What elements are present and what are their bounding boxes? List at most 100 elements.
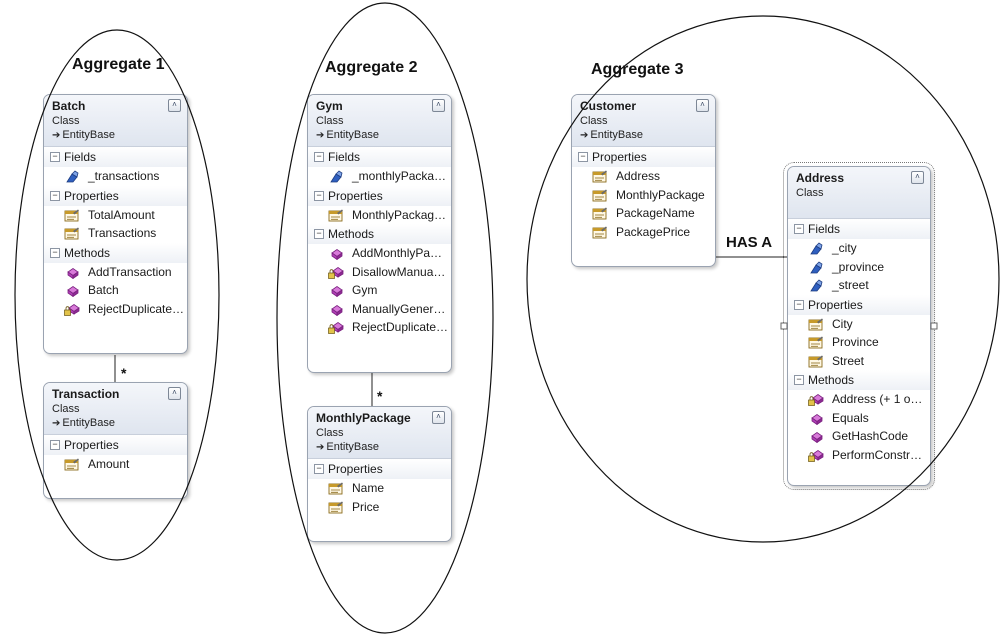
section-toggle-minus-icon[interactable]: − bbox=[314, 190, 324, 201]
property-icon bbox=[592, 226, 608, 239]
section-header-methods[interactable]: −Methods bbox=[44, 242, 187, 263]
section-toggle-minus-icon[interactable]: − bbox=[50, 152, 60, 162]
section-title: Fields bbox=[808, 222, 841, 236]
member-row[interactable]: Equals bbox=[788, 409, 930, 428]
section-title: Properties bbox=[808, 297, 863, 312]
base-type-label: EntityBase bbox=[62, 129, 115, 141]
section-header-properties[interactable]: −Properties bbox=[44, 435, 187, 455]
member-row[interactable]: _province bbox=[788, 258, 930, 277]
member-row[interactable]: City bbox=[788, 315, 930, 334]
section-toggle-minus-icon[interactable]: − bbox=[794, 224, 804, 234]
section-header-properties[interactable]: −Properties bbox=[308, 185, 451, 206]
member-label: AddMonthlyPa… bbox=[352, 246, 443, 260]
member-row[interactable]: Batch bbox=[44, 281, 187, 300]
class-kind: Class bbox=[316, 115, 344, 127]
section-toggle-minus-icon[interactable]: − bbox=[794, 375, 804, 385]
section-toggle-minus-icon[interactable]: − bbox=[314, 229, 324, 239]
member-row[interactable]: RejectDuplicate… bbox=[308, 318, 451, 337]
member-label: Province bbox=[832, 335, 879, 349]
member-row[interactable]: Gym bbox=[308, 281, 451, 300]
member-label: RejectDuplicate… bbox=[352, 320, 449, 334]
section-header-properties[interactable]: −Properties bbox=[572, 147, 715, 167]
member-label: Address bbox=[616, 169, 661, 183]
member-row[interactable]: _city bbox=[788, 239, 930, 258]
collapse-chevron-icon[interactable]: ˄ bbox=[911, 171, 924, 184]
member-row[interactable]: PerformConstr… bbox=[788, 446, 930, 465]
section-header-fields[interactable]: −Fields bbox=[788, 219, 930, 239]
member-row[interactable]: AddTransaction bbox=[44, 263, 187, 282]
member-row[interactable]: ManuallyGener… bbox=[308, 300, 451, 319]
section-toggle-minus-icon[interactable]: − bbox=[50, 247, 60, 258]
member-row[interactable]: DisallowManua… bbox=[308, 263, 451, 282]
member-row[interactable]: RejectDuplicate… bbox=[44, 300, 187, 319]
section-header-methods[interactable]: −Methods bbox=[788, 370, 930, 390]
section-toggle-minus-icon[interactable]: − bbox=[578, 152, 588, 162]
collapse-chevron-icon[interactable]: ˄ bbox=[432, 411, 445, 424]
member-row[interactable]: _monthlyPacka… bbox=[308, 167, 451, 186]
collapse-chevron-icon[interactable]: ˄ bbox=[432, 99, 445, 112]
member-row[interactable]: Transactions bbox=[44, 224, 187, 243]
member-row[interactable]: _transactions bbox=[44, 167, 187, 186]
section-header-methods[interactable]: −Methods bbox=[308, 224, 451, 244]
member-row[interactable]: Province bbox=[788, 333, 930, 352]
member-label: Amount bbox=[88, 457, 130, 471]
member-row[interactable]: Name bbox=[308, 479, 451, 498]
section-toggle-minus-icon[interactable]: − bbox=[794, 299, 804, 310]
method-icon bbox=[808, 430, 824, 444]
member-label: Batch bbox=[88, 283, 119, 297]
class-name: Batch bbox=[52, 99, 86, 113]
member-row[interactable]: TotalAmount bbox=[44, 206, 187, 225]
property-icon bbox=[328, 501, 344, 514]
member-row[interactable]: Address (+ 1 o… bbox=[788, 390, 930, 409]
member-row[interactable]: MonthlyPackage bbox=[572, 186, 715, 205]
section-header-properties[interactable]: −Properties bbox=[44, 185, 187, 206]
inheritance-arrow-icon: ➔ bbox=[580, 130, 589, 141]
section-toggle-minus-icon[interactable]: − bbox=[314, 152, 324, 162]
member-label: PackagePrice bbox=[616, 224, 691, 239]
collapse-chevron-icon[interactable]: ˄ bbox=[168, 387, 181, 400]
collapse-chevron-icon[interactable]: ˄ bbox=[696, 99, 709, 112]
class-kind: Class bbox=[52, 403, 80, 415]
section-title: Methods bbox=[64, 245, 111, 260]
member-row[interactable]: _street bbox=[788, 276, 930, 295]
selection-handle-right[interactable] bbox=[930, 322, 938, 330]
member-row[interactable]: Price bbox=[308, 498, 451, 517]
section-toggle-minus-icon[interactable]: − bbox=[50, 190, 60, 201]
member-row[interactable]: Address bbox=[572, 167, 715, 186]
section-header-properties[interactable]: −Properties bbox=[788, 294, 930, 315]
member-row[interactable]: GetHashCode bbox=[788, 427, 930, 446]
member-row[interactable]: AddMonthlyPa… bbox=[308, 244, 451, 263]
section-header-fields[interactable]: −Fields bbox=[44, 147, 187, 167]
member-label: _monthlyPacka… bbox=[352, 169, 447, 183]
member-row[interactable]: MonthlyPackag… bbox=[308, 206, 451, 225]
section-header-properties[interactable]: −Properties bbox=[308, 459, 451, 479]
aggregate-1-title: Aggregate 1 bbox=[72, 56, 165, 73]
member-label: Price bbox=[352, 499, 380, 514]
member-label: _city bbox=[832, 241, 857, 255]
member-row[interactable]: Street bbox=[788, 352, 930, 371]
method-icon bbox=[328, 247, 344, 261]
section-toggle-minus-icon[interactable]: − bbox=[314, 464, 324, 474]
method-icon bbox=[328, 303, 344, 316]
member-row[interactable]: Amount bbox=[44, 455, 187, 474]
inheritance-arrow-icon: ➔ bbox=[52, 418, 61, 429]
property-icon bbox=[808, 318, 824, 331]
collapse-chevron-icon[interactable]: ˄ bbox=[168, 99, 181, 112]
member-row[interactable]: PackagePrice bbox=[572, 223, 715, 242]
member-row[interactable]: PackageName bbox=[572, 204, 715, 223]
section-toggle-minus-icon[interactable]: − bbox=[50, 440, 60, 450]
class-name: Gym bbox=[316, 99, 343, 113]
section-header-fields[interactable]: −Fields bbox=[308, 147, 451, 167]
